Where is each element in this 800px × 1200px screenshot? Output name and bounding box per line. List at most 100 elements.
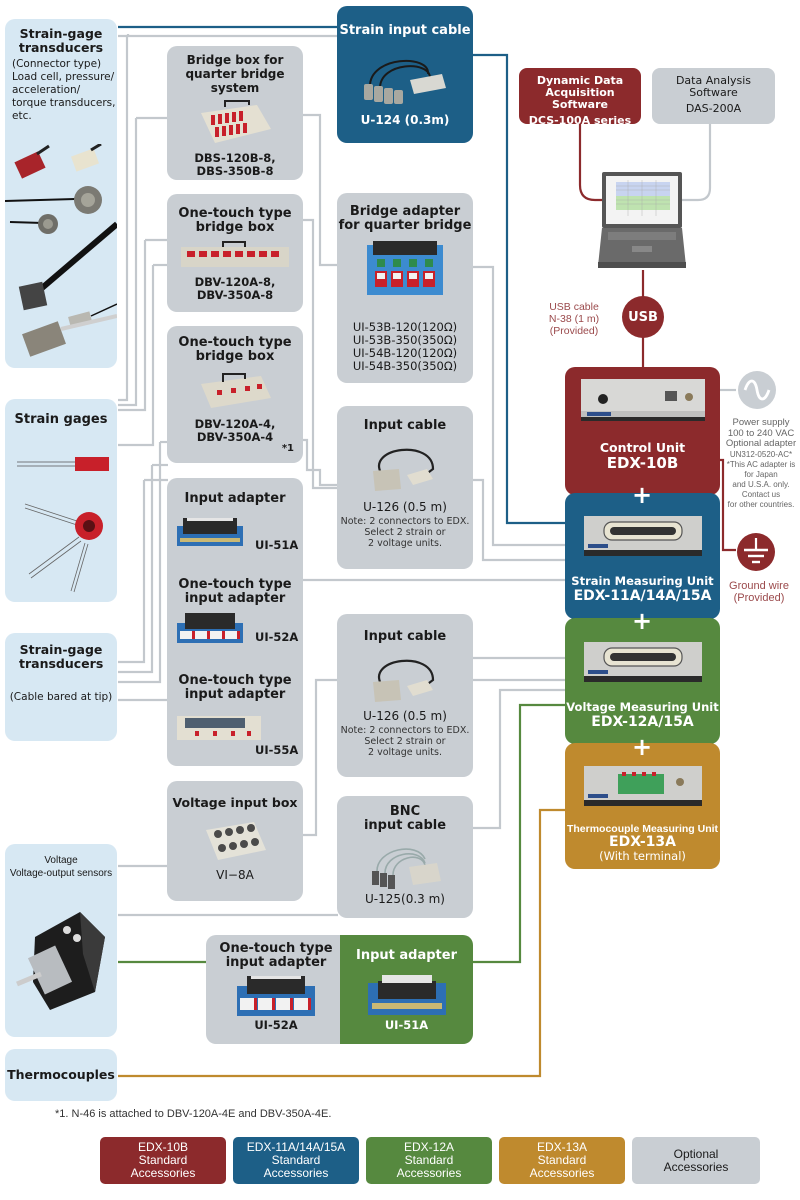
accessory-title: Voltage input box (172, 795, 298, 810)
accessory-title: One-touch type (219, 941, 333, 956)
wire-loop-outer (118, 36, 129, 402)
voltage-unit-photo (583, 642, 702, 682)
accessory-model: UI-51A (384, 1018, 429, 1032)
wire-adapters-left2 (118, 480, 146, 664)
legend-line: Accessories (396, 1166, 462, 1180)
accessory-title: Bridge adapter (349, 204, 461, 219)
unit-model: EDX-11A/14A/15A (573, 588, 712, 604)
one-touch-input-adapter-photo (177, 613, 243, 643)
wire-dbv4-to-cable (303, 438, 338, 487)
software-title: Dynamic Data (536, 74, 624, 87)
legend-line: Standard (271, 1153, 321, 1167)
power-line: *This AC adapter is (726, 459, 796, 469)
ground-icon (737, 533, 775, 571)
accessory-title: One-touch type (178, 577, 292, 592)
software-title: Acquisition Software (545, 86, 615, 111)
legend-edx12a: EDX-12A Standard Accessories (366, 1137, 492, 1184)
accessory-model: U-126 (0.5 m) (363, 709, 447, 723)
bridge-adapter-photo (367, 241, 443, 295)
accessory-note: 2 voltage units. (368, 747, 442, 758)
control-unit-photo (580, 379, 705, 421)
plus-icon: + (632, 481, 653, 509)
power-line: for Japan (744, 469, 778, 479)
unit-control-edx10b: Control Unit EDX-10B (565, 367, 720, 495)
source-title-line: Voltage-output sensors (9, 868, 113, 879)
source-thermocouples: Thermocouples (5, 1049, 117, 1101)
usb-cable-label: USB cable N-38 (1 m) (Provided) (534, 301, 614, 337)
source-desc-line: (Connector type) (12, 58, 102, 70)
legend-line: Accessories (130, 1166, 196, 1180)
voltage-input-box-photo (206, 822, 266, 860)
accessory-title: bridge box (195, 349, 275, 364)
accessory-model: UI-54B-350(350Ω) (352, 359, 458, 373)
accessory-model: DBV-120A-4, (194, 417, 276, 431)
bridge-adapter-quarter: Bridge adapter for quarter bridge UI-53B… (337, 193, 473, 383)
accessory-title: Input adapter (184, 491, 286, 506)
accessory-title: Input adapter (356, 948, 457, 963)
footnote: *1. N-46 is attached to DBV-120A-4E and … (55, 1108, 332, 1120)
unit-model: EDX-10B (606, 454, 679, 472)
power-line: Contact us (741, 489, 781, 499)
input-cable-strain: Input cable U-126 (0.5 m) Note: 2 connec… (337, 406, 473, 569)
legend-line: EDX-13A (536, 1140, 588, 1154)
accessory-model: DBS-120B-8, (194, 151, 276, 165)
wire-dbs-left (118, 118, 138, 407)
usb-label: USB (628, 309, 658, 325)
thermo-unit-photo (583, 766, 702, 806)
accessory-title: Input cable (363, 418, 447, 433)
ground-wire-label: Ground wire (Provided) (718, 580, 800, 604)
bridge-box-photo (201, 373, 271, 408)
power-line: 100 to 240 VAC (727, 427, 795, 439)
input-adapter-photo (177, 518, 243, 546)
source-title-line: Voltage (44, 855, 78, 866)
wire-strain-cable-out (473, 53, 566, 525)
accessory-title: input cable (363, 818, 447, 833)
accessory-title: Bridge box for (186, 53, 284, 67)
accessory-note: Note: 2 connectors to EDX. (340, 516, 470, 527)
footnote-mark: *1 (281, 443, 294, 454)
wire-dbv4-left (118, 442, 162, 684)
legend-line: Standard (404, 1153, 454, 1167)
input-cable-voltage: Input cable U-126 (0.5 m) Note: 2 connec… (337, 614, 473, 777)
wire-dbv8-left2 (118, 265, 155, 447)
accessory-model: UI-53B-350(350Ω) (352, 333, 458, 347)
unit-model: EDX-12A/15A (591, 714, 694, 730)
accessory-note: Note: 2 connectors to EDX. (340, 725, 470, 736)
accessory-model: UI-52A (254, 1018, 298, 1032)
power-line: Optional adapter (725, 438, 797, 449)
accessory-model: UI-51A (255, 538, 299, 552)
usb-cable-line: (Provided) (549, 325, 599, 337)
bridge-box-photo (201, 100, 271, 143)
accessory-title: quarter bridge system (185, 67, 285, 95)
source-title: Thermocouples (7, 1067, 115, 1082)
power-line: UN312-0520-AC* (729, 449, 793, 459)
legend-line: Accessories (529, 1166, 595, 1180)
accessory-note: 2 voltage units. (368, 538, 442, 549)
legend-line: Standard (138, 1153, 188, 1167)
transducer-photos (5, 144, 117, 357)
usb-cable-line: USB cable (549, 301, 599, 313)
wire-dcs-to-laptop (578, 124, 602, 202)
source-title: Strain gages (14, 412, 108, 427)
accessory-note: Select 2 strain or (364, 527, 446, 538)
wire-das-to-laptop (680, 124, 712, 202)
accessory-model: VI−8A (216, 868, 254, 882)
accessory-model: DBV-120A-8, (194, 275, 276, 289)
accessory-model: DBV-350A-4 (196, 430, 274, 444)
usb-badge: USB (622, 296, 664, 338)
unit-sub: (With terminal) (599, 849, 686, 863)
source-desc-line: torque transducers, (12, 97, 116, 109)
wire-bnc-to-voltage (473, 688, 566, 830)
ground-line: Ground wire (729, 580, 789, 592)
accessory-model: U-124 (0.3m) (360, 113, 450, 127)
voltage-input-box: Voltage input box VI−8A (167, 781, 303, 901)
source-strain-gages: Strain gages (5, 399, 117, 602)
unit-title: Strain Measuring Unit (571, 574, 714, 588)
source-title: Strain-gage transducers (18, 26, 104, 55)
source-strain-gage-transducers-bared: Strain-gage transducers (Cable bared at … (5, 633, 117, 741)
voltage-sensor-photo (16, 912, 105, 1010)
software-model: DAS-200A (685, 102, 742, 115)
plus-icon: + (632, 733, 653, 761)
accessory-model: UI-55A (255, 743, 299, 757)
